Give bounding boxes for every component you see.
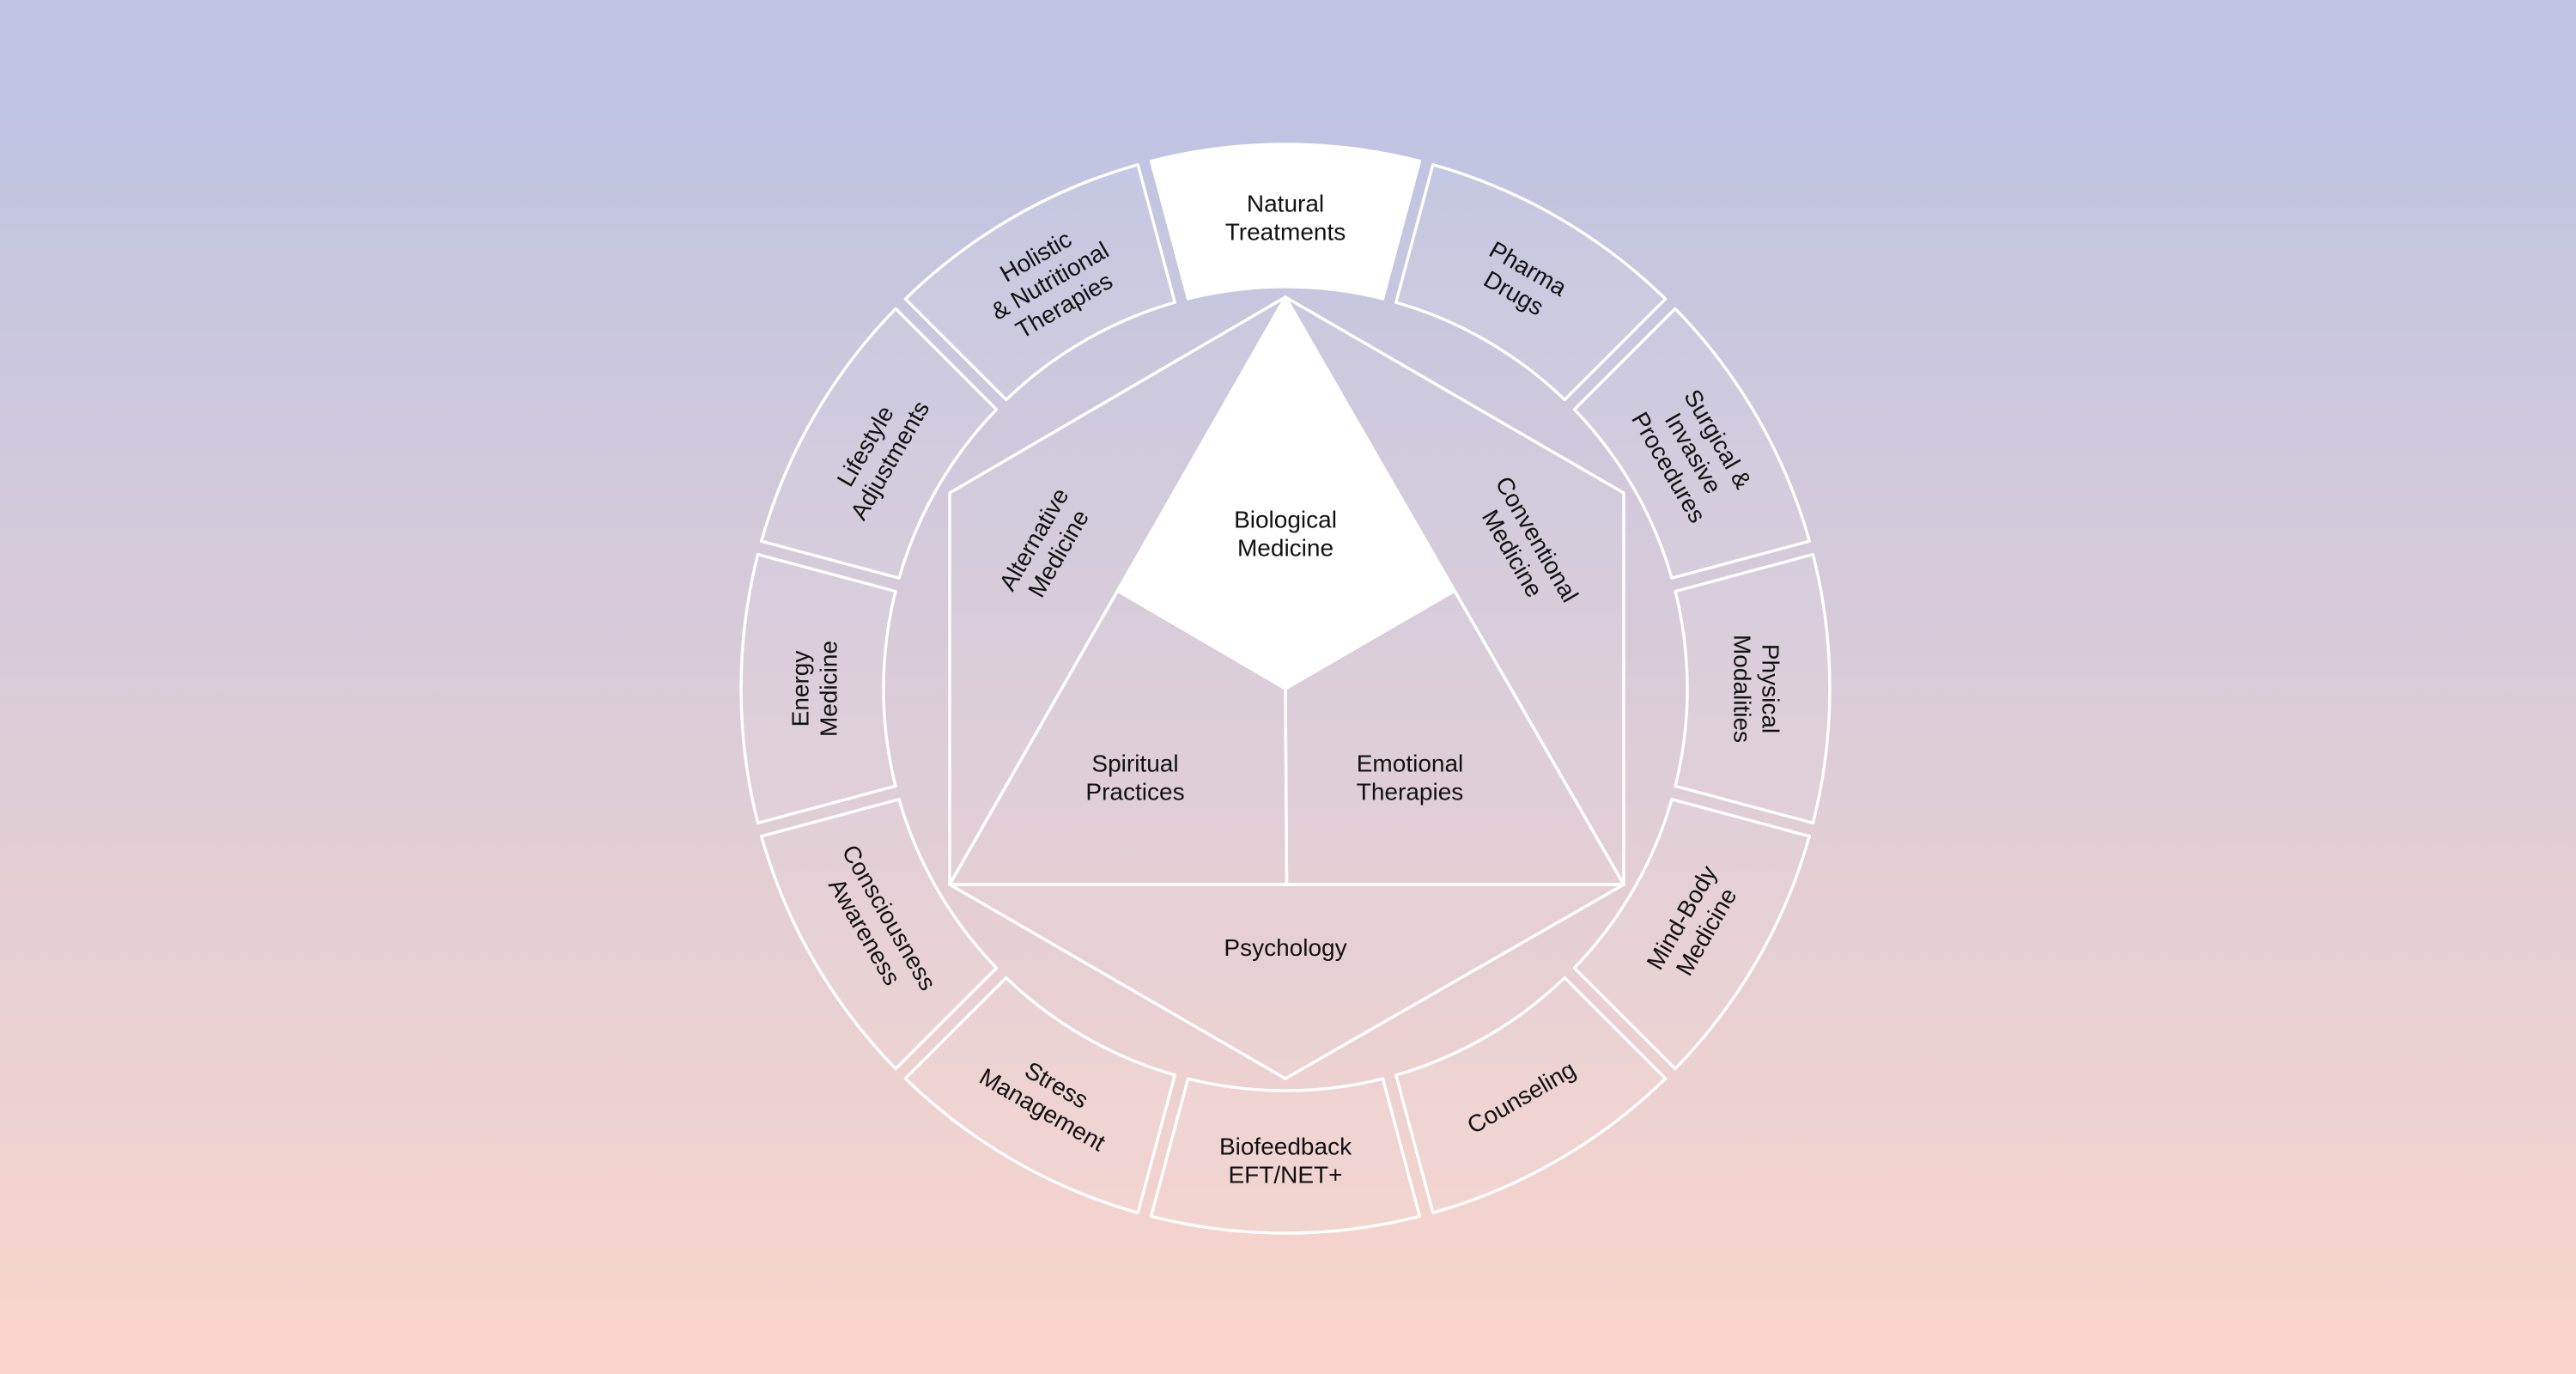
- ring-segment-shape: [1149, 143, 1422, 301]
- triangle-region-label-line: Emotional: [1357, 751, 1464, 777]
- triangle-region-label-line: Practices: [1085, 779, 1184, 806]
- ring-segment-label-line: Energy: [787, 651, 814, 727]
- hexagon-region-psychology[interactable]: Psychology: [948, 883, 1625, 1080]
- ring-segment-label-line: EFT/NET+: [1228, 1162, 1342, 1189]
- ring-segment-label-line: Modalities: [1729, 635, 1756, 743]
- ring-segment-shape: [760, 798, 999, 1071]
- ring-segment-shape: [903, 163, 1176, 402]
- ring-segment-surgical-invasive-procedures[interactable]: Surgical &InvasiveProcedures: [1572, 307, 1811, 580]
- ring-segment-counseling[interactable]: Counseling: [1394, 976, 1668, 1214]
- ring-segment-energy-medicine[interactable]: EnergyMedicine: [739, 552, 897, 825]
- hexagon-region-label: Psychology: [1224, 934, 1346, 961]
- ring-segment-label-line: Treatments: [1225, 219, 1346, 246]
- ring-segment-shape: [903, 976, 1176, 1214]
- triangle-region-label-line: Biological: [1234, 507, 1337, 533]
- ring-segment-stress-management[interactable]: StressManagement: [903, 976, 1176, 1214]
- ring-segment-shape: [760, 307, 999, 580]
- ring-segment-consciousness-awareness[interactable]: ConsciousnessAwareness: [760, 798, 999, 1071]
- ring-segment-label-line: Physical: [1758, 644, 1784, 733]
- triangle-region-label-line: Spiritual: [1091, 751, 1178, 777]
- ring-segment-label-line: Biofeedback: [1219, 1134, 1352, 1160]
- ring-segment-shape: [1674, 552, 1832, 825]
- ring-segment-label: EnergyMedicine: [787, 641, 842, 737]
- ring-segment-shape: [1572, 307, 1811, 580]
- ring-segment-holistic-nutritional-therapies[interactable]: Holistic& NutritionalTherapies: [903, 163, 1176, 402]
- ring-segment-shape: [1394, 976, 1668, 1214]
- ring-segment-pharma-drugs[interactable]: PharmaDrugs: [1394, 163, 1668, 402]
- ring-segment-label-line: Natural: [1247, 191, 1324, 217]
- ring-segment-shape: [1572, 798, 1811, 1071]
- ring-segment-physical-modalities[interactable]: PhysicalModalities: [1674, 552, 1832, 825]
- ring-segment-mind-body-medicine[interactable]: Mind-BodyMedicine: [1572, 798, 1811, 1071]
- ring-segment-lifestyle-adjustments[interactable]: LifestyleAdjustments: [760, 307, 999, 580]
- ring-segment-shape: [739, 552, 897, 825]
- ring-segment-label: PhysicalModalities: [1729, 635, 1784, 743]
- triangle-region-shape: [1284, 589, 1625, 886]
- ring-segment-label-line: Medicine: [816, 641, 842, 737]
- triangle-region-label-line: Therapies: [1357, 779, 1464, 806]
- ring-segment-shape: [1394, 163, 1668, 402]
- ring-segment-shape: [1149, 1077, 1422, 1235]
- hexagon-region-label-line: Psychology: [1224, 934, 1346, 961]
- triangle-region-label-line: Medicine: [1237, 535, 1334, 562]
